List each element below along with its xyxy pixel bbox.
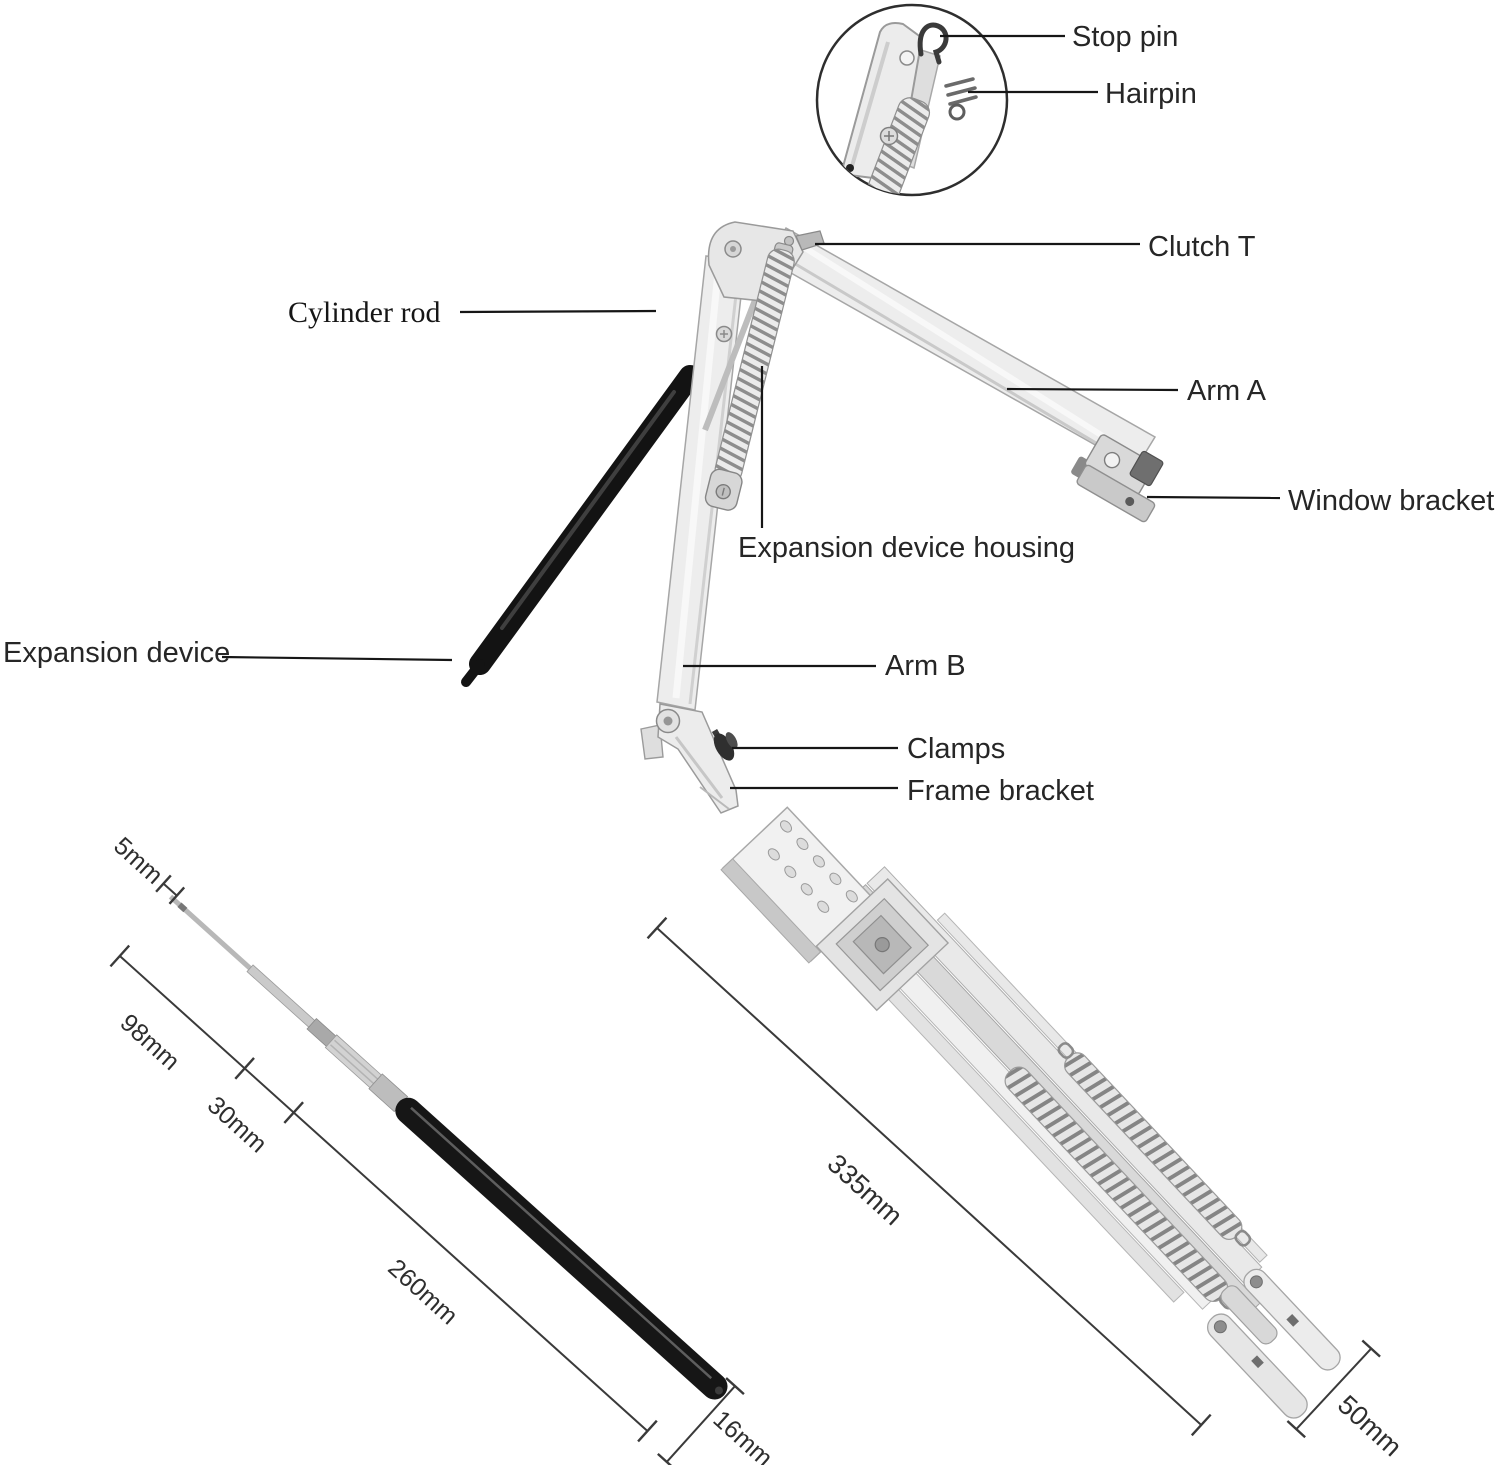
label-window-bracket: Window bracket bbox=[1288, 485, 1494, 517]
label-cylinder-rod: Cylinder rod bbox=[288, 296, 440, 329]
rod-dimension-lines bbox=[109, 874, 745, 1465]
cylinder-rod-shape bbox=[702, 293, 760, 432]
leader-expansion-device bbox=[221, 655, 453, 662]
label-expansion-device: Expansion device bbox=[3, 637, 230, 669]
label-expansion-device-housing: Expansion device housing bbox=[738, 532, 1075, 564]
label-clutch-t: Clutch T bbox=[1148, 231, 1256, 263]
folded-fork-end bbox=[1206, 1268, 1341, 1419]
hairpin-shape bbox=[944, 77, 978, 121]
rod-needle bbox=[168, 894, 254, 973]
frame-bracket-foot bbox=[640, 703, 739, 814]
leader-cylinder-rod bbox=[459, 309, 657, 314]
folded-frame-bracket bbox=[720, 806, 950, 1012]
stop-pin-shape bbox=[917, 22, 949, 65]
spring-shape bbox=[704, 242, 795, 511]
arm-b-shape bbox=[656, 255, 746, 711]
folded-opener-product bbox=[720, 806, 1341, 1419]
label-frame-bracket: Frame bracket bbox=[907, 775, 1094, 807]
expansion-device-rod bbox=[461, 365, 701, 687]
label-arm-b: Arm B bbox=[885, 650, 966, 682]
rod-black-tube bbox=[395, 1097, 728, 1400]
label-arm-a: Arm A bbox=[1187, 375, 1267, 407]
label-hairpin: Hairpin bbox=[1105, 78, 1197, 110]
label-clamps: Clamps bbox=[907, 733, 1005, 765]
label-stop-pin: Stop pin bbox=[1072, 21, 1178, 53]
leader-window-bracket bbox=[1146, 495, 1281, 500]
clamp-wing-nut bbox=[711, 729, 738, 761]
window-bracket-shape bbox=[1071, 434, 1164, 523]
leader-arm-a bbox=[1006, 387, 1179, 392]
leader-lines bbox=[221, 34, 1281, 790]
magnifier-inset bbox=[815, 3, 1009, 197]
main-assembly-illustration bbox=[461, 221, 1164, 814]
